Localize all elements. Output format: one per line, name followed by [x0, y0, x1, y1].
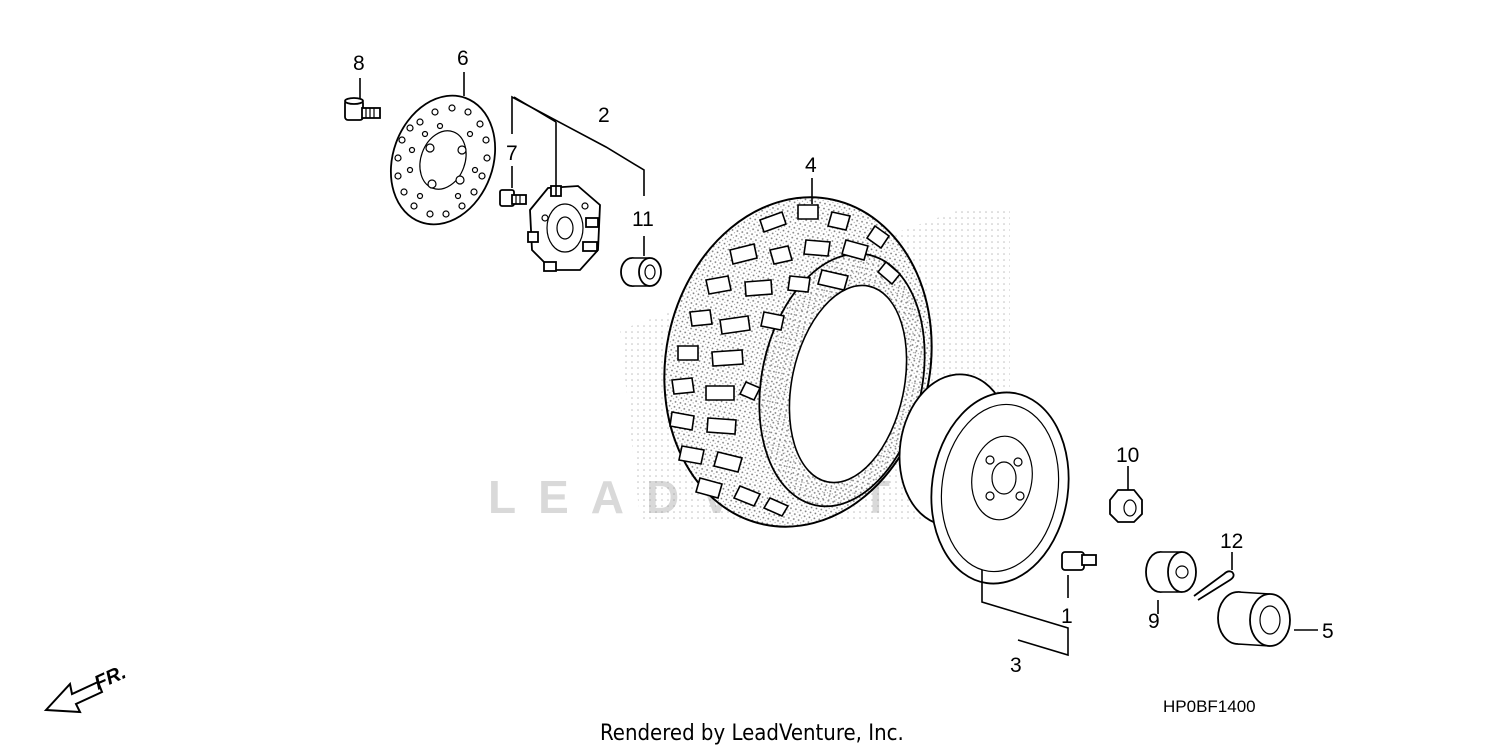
callout-11[interactable]: 11	[632, 208, 654, 231]
callout-4[interactable]: 4	[805, 154, 817, 177]
callout-6[interactable]: 6	[457, 47, 469, 70]
bearing-part-11[interactable]	[620, 257, 662, 287]
valve-part-1[interactable]	[1061, 551, 1097, 571]
callout-1[interactable]: 1	[1061, 605, 1073, 628]
nut-part-10[interactable]	[1109, 489, 1143, 523]
callout-8[interactable]: 8	[353, 52, 365, 75]
castle-nut-part-9[interactable]	[1145, 551, 1197, 593]
front-arrow-icon	[43, 680, 104, 714]
callout-9[interactable]: 9	[1148, 610, 1160, 633]
front-direction-label: FR.	[91, 661, 129, 694]
callout-labels: 1 2 3 4 5 6 7 8 9 10 11 12	[353, 47, 1334, 677]
diagram-code: HP0BF1400	[1163, 697, 1256, 716]
stud-bolt-part-7[interactable]	[499, 189, 527, 207]
cap-part-5[interactable]	[1217, 591, 1291, 647]
tire-part-4[interactable]	[634, 172, 961, 552]
credit-text: Rendered by LeadVenture, Inc.	[600, 721, 904, 746]
brake-disc-part-6[interactable]	[373, 81, 512, 239]
callout-3[interactable]: 3	[1010, 654, 1022, 677]
leader-lines	[359, 72, 1318, 657]
cotter-pin-part-12[interactable]	[1193, 570, 1235, 601]
front-direction-indicator: FR.	[43, 661, 129, 714]
callout-7[interactable]: 7	[506, 142, 518, 165]
rim-part-3[interactable]	[890, 367, 1081, 592]
bolt-part-8[interactable]	[344, 97, 381, 121]
hub-part-2[interactable]	[527, 185, 601, 272]
callout-12[interactable]: 12	[1220, 530, 1243, 553]
callout-10[interactable]: 10	[1116, 444, 1139, 467]
callout-5[interactable]: 5	[1322, 620, 1334, 643]
callout-2[interactable]: 2	[598, 104, 610, 127]
